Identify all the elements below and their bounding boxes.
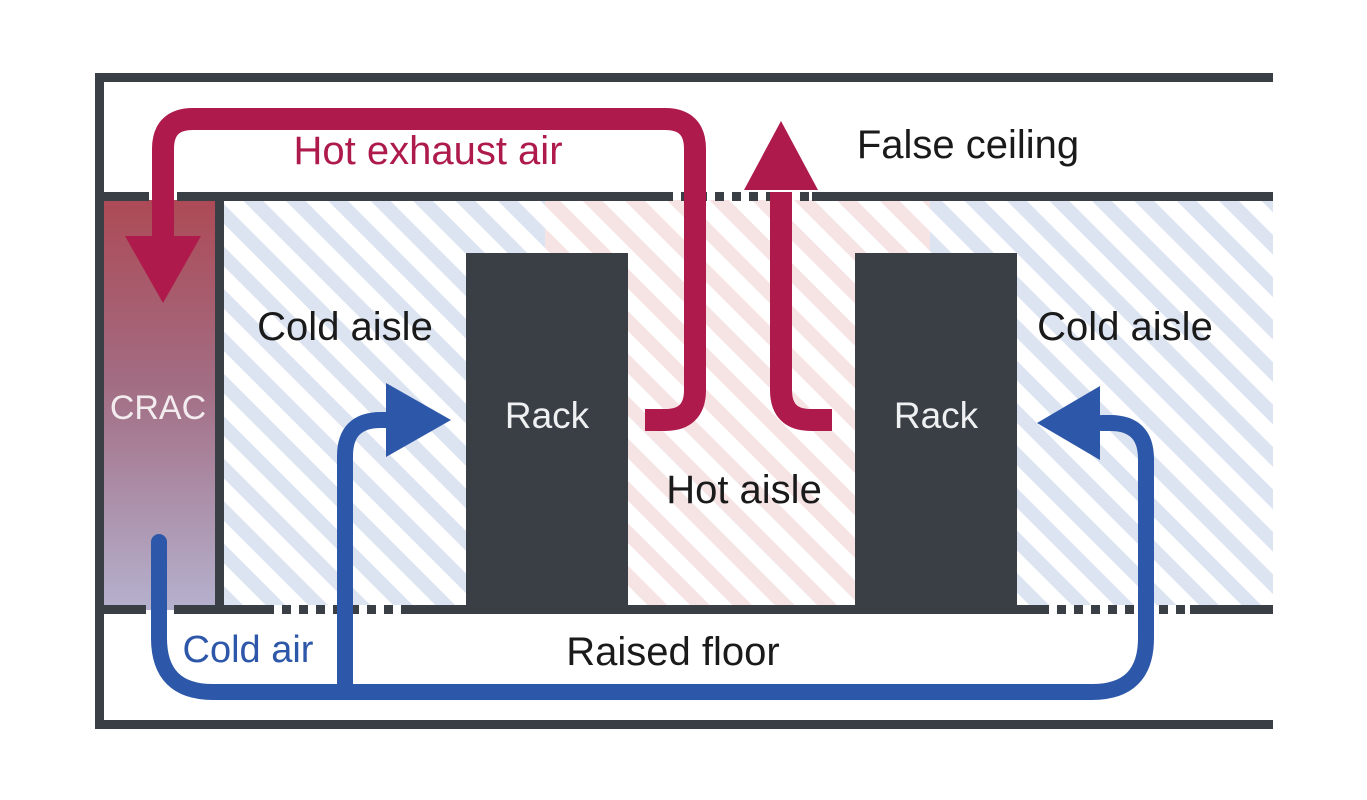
hot-exhaust-riser-pipe — [770, 192, 832, 431]
hot-air-down-arrow-icon — [125, 236, 201, 303]
left-wall — [95, 73, 104, 729]
hot-exhaust-air-label: Hot exhaust air — [293, 129, 562, 173]
raised-floor-label: Raised floor — [566, 630, 779, 674]
rack-left-label: Rack — [505, 395, 590, 436]
cold-air-main-pipe — [151, 415, 1154, 700]
crac-right-wall — [215, 200, 224, 610]
false-ceiling-label: False ceiling — [857, 123, 1079, 167]
cold-air-label: Cold air — [183, 629, 314, 671]
crac-label: CRAC — [110, 389, 206, 427]
rack-left — [466, 253, 628, 609]
cold-air-right-arrow-icon — [386, 383, 451, 457]
hot-exhaust-pipe — [152, 108, 706, 431]
bottom-wall — [95, 720, 1273, 729]
cold-air-branch-pipe — [337, 412, 388, 698]
hot-air-up-arrow-icon — [744, 121, 818, 190]
rack-right — [855, 253, 1017, 609]
roof-wall — [95, 73, 1273, 82]
rack-right-label: Rack — [894, 395, 979, 436]
hot-aisle-label: Hot aisle — [666, 468, 822, 512]
cold-aisle-right-label: Cold aisle — [1037, 305, 1213, 349]
cold-aisle-left-label: Cold aisle — [257, 305, 433, 349]
cold-air-left-arrow-icon — [1037, 386, 1100, 460]
